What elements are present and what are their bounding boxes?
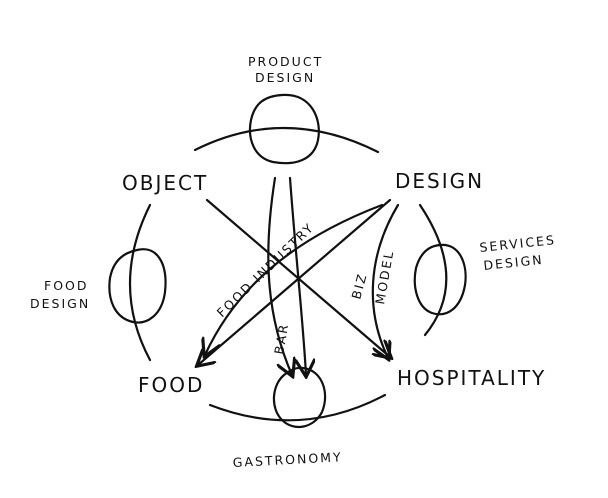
circle-food-design: [108, 248, 167, 324]
label-food-design-2: DESIGN: [30, 296, 90, 311]
label-bar: BAR: [271, 322, 291, 356]
arrow-bar-1: [267, 176, 292, 375]
label-services-design: DESIGN: [483, 252, 544, 273]
label-food-design-1: FOOD: [44, 278, 89, 293]
label-gastronomy: GASTRONOMY: [232, 449, 343, 470]
circle-services-design: [413, 243, 467, 316]
arrow-food-industry: [205, 203, 384, 355]
label-services: SERVICES: [479, 232, 557, 255]
arrow-biz-model: [371, 203, 400, 358]
arc-object-food: [129, 203, 152, 362]
circle-product-design: [248, 93, 320, 165]
arc-object-design: [193, 126, 380, 154]
label-biz: BIZ: [348, 271, 369, 301]
arc-design-hospitality: [418, 203, 448, 337]
node-object: OBJECT: [122, 171, 208, 195]
arc-food-hospitality: [208, 393, 387, 422]
circle-gastronomy: [272, 366, 327, 429]
node-design: DESIGN: [395, 169, 484, 193]
node-hospitality: HOSPITALITY: [397, 366, 546, 390]
label-product: PRODUCT: [248, 54, 323, 69]
node-food: FOOD: [138, 373, 204, 397]
arrow-bar-2: [288, 176, 306, 375]
arrow-design-food: [198, 198, 392, 365]
label-product-design: DESIGN: [255, 70, 315, 85]
